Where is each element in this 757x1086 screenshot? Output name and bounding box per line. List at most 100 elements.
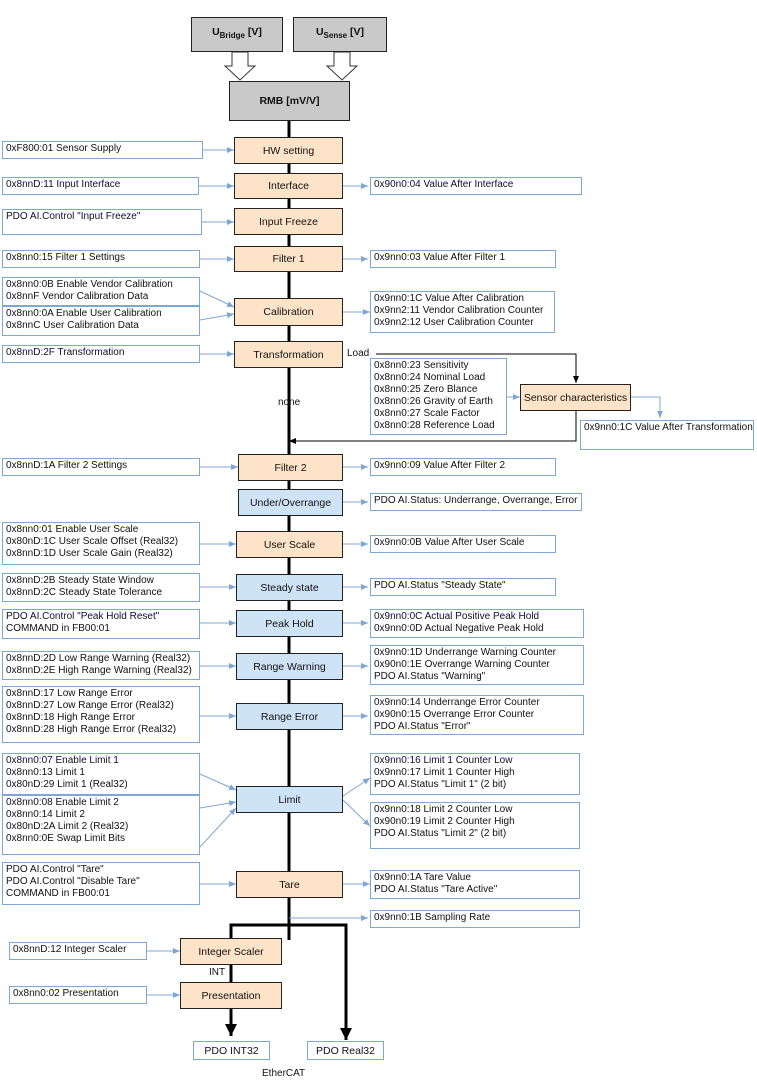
info-limit2-line: 0x80nD:2A Limit 2 (Real32) (6, 821, 129, 832)
user-scale-block-label: User Scale (263, 538, 316, 551)
info-steady-state-line: 0x8nnD:2B Steady State Window (6, 575, 154, 586)
ethercat-label: EtherCAT (262, 1068, 306, 1079)
info-filter1-settings: 0x8nn0:15 Filter 1 Settings (2, 250, 200, 268)
int-label: INT (209, 967, 226, 978)
info-peak-hold: PDO AI.Control "Peak Hold Reset"COMMAND … (2, 609, 200, 639)
info-sampling-rate-line: 0x9nn0:1B Sampling Rate (374, 912, 491, 923)
info-user-scale-line: 0x80nD:1C User Scale Offset (Real32) (6, 536, 179, 547)
limit-out2-connector (342, 799, 371, 827)
info-range-warning-line: 0x8nnD:2E High Range Warning (Real32) (6, 665, 192, 676)
info-sensor-parameters-line: 0x8nn0:27 Scale Factor (374, 408, 480, 419)
info-range-error-line: 0x8nnD:18 High Range Error (6, 712, 135, 723)
pdo-real32-output-label: PDO Real32 (316, 1044, 375, 1057)
info-range-error-values-line: PDO AI.Status "Error" (374, 721, 471, 732)
calibration-block: Calibration (234, 298, 343, 326)
info-calibration-values-line: 0x9nn0:1C Value After Calibration (374, 293, 524, 304)
usense-block-sub: Sense (323, 31, 348, 41)
filter2-block: Filter 2 (238, 454, 343, 481)
load-path (376, 353, 579, 383)
info-filter2-settings-line: 0x8nnD:1A Filter 2 Settings (6, 460, 128, 471)
usense-block-label: USense [V] (316, 26, 364, 42)
calibration-block-label: Calibration (263, 306, 314, 318)
limit2-connector (199, 800, 237, 809)
sensor-characteristics-block: Sensor characteristics (520, 384, 631, 411)
info-range-warning-values-line: 0x9nn0:1D Underrange Warning Counter (374, 647, 556, 658)
info-value-after-user-scale: 0x9nn0:0B Value After User Scale (370, 535, 556, 553)
load-label: Load (347, 348, 370, 359)
info-value-after-interface: 0x90n0:04 Value After Interface (370, 177, 582, 195)
info-peak-hold-values-line: 0x9nn0:0C Actual Positive Peak Hold (374, 611, 540, 622)
info-range-error-values-line: 0x9nn0:14 Underrange Error Counter (374, 697, 540, 708)
info-tare: PDO AI.Control "Tare"PDO AI.Control "Dis… (2, 862, 200, 905)
peak-hold-block-label: Peak Hold (265, 617, 314, 630)
steady-state-block: Steady state (236, 574, 343, 601)
info-user-scale-line: 0x8nn0:01 Enable User Scale (6, 524, 139, 535)
integer-scaler-block: Integer Scaler (180, 938, 282, 965)
swap-limit-connector (199, 807, 237, 848)
ubridge-block-unit: [V] (245, 26, 262, 39)
info-range-warning-values-line: 0x90n0:1E Overrange Warning Counter (374, 659, 550, 670)
info-value-after-transformation-line: 0x9nn0:1C Value After Transformation (584, 422, 753, 433)
calib-vendor-connector (199, 290, 235, 308)
info-input-interface: 0x8nnD:11 Input Interface (2, 177, 199, 195)
info-value-after-user-scale-line: 0x9nn0:0B Value After User Scale (374, 537, 525, 548)
info-value-after-interface-line: 0x90n0:04 Value After Interface (374, 179, 514, 190)
limit-out1-connector (342, 777, 371, 797)
interface-block: Interface (234, 173, 343, 199)
info-peak-hold-values-line: 0x9nn0:0D Actual Negative Peak Hold (374, 623, 544, 634)
info-calibration-values-line: 0x9nn2:12 User Calibration Counter (374, 317, 534, 328)
input-freeze-block-label: Input Freeze (259, 215, 318, 228)
info-peak-hold-line: COMMAND in FB00:01 (6, 623, 110, 634)
ubridge-block: UBridge [V] (191, 17, 283, 52)
info-tare-line: PDO AI.Control "Disable Tare" (6, 876, 140, 887)
info-sampling-rate: 0x9nn0:1B Sampling Rate (370, 910, 580, 928)
ubridge-arrow (223, 51, 257, 81)
info-input-freeze-line: PDO AI.Control "Input Freeze" (6, 211, 141, 222)
hw-setting-block-label: HW setting (262, 144, 315, 157)
info-range-error-values-line: 0x90n0:15 Overrange Error Counter (374, 709, 535, 720)
info-under-overrange-status-line: PDO AI.Status: Underrange, Overrange, Er… (374, 495, 578, 506)
info-range-error-line: 0x8nnD:28 High Range Error (Real32) (6, 724, 177, 735)
info-presentation: 0x8nn0:02 Presentation (9, 986, 147, 1004)
info-sensor-parameters-line: 0x8nn0:25 Zero Blance (374, 384, 478, 395)
info-limit1-values-line: PDO AI.Status "Limit 1" (2 bit) (374, 779, 507, 790)
main-signal-branch-real32 (289, 923, 352, 1040)
info-steady-state-status: PDO AI.Status "Steady State" (370, 578, 556, 596)
limit-block: Limit (236, 786, 343, 813)
info-peak-hold-line: PDO AI.Control "Peak Hold Reset" (6, 611, 160, 622)
tare-block-label: Tare (279, 878, 300, 891)
info-limit2-values-line: 0x90n0:19 Limit 2 Counter High (374, 816, 515, 827)
info-vendor-calibration-line: 0x8nnF Vendor Calibration Data (6, 291, 149, 302)
info-steady-state-line: 0x8nnD:2C Steady State Tolerance (6, 587, 163, 598)
under-overrange-block: Under/Overrange (238, 489, 343, 516)
info-sensor-supply: 0xF800:01 Sensor Supply (2, 141, 203, 159)
sensor-out-connector (631, 396, 663, 418)
info-input-interface-line: 0x8nnD:11 Input Interface (6, 179, 121, 190)
info-limit1-values-line: 0x9nn0:16 Limit 1 Counter Low (374, 755, 513, 766)
info-tare-line: COMMAND in FB00:01 (6, 888, 110, 899)
filter1-block: Filter 1 (234, 246, 343, 272)
ubridge-block-main: U (212, 26, 220, 39)
transformation-block: Transformation (234, 341, 343, 368)
info-input-freeze: PDO AI.Control "Input Freeze" (2, 209, 202, 235)
pdo-real32-output: PDO Real32 (307, 1041, 384, 1060)
range-error-block: Range Error (236, 703, 343, 730)
info-calibration-values-line: 0x9nn2:11 Vendor Calibration Counter (374, 305, 544, 316)
info-sensor-parameters-line: 0x8nn0:24 Nominal Load (374, 372, 486, 383)
user-scale-block: User Scale (236, 531, 343, 558)
info-range-error-line: 0x8nnD:27 Low Range Error (Real32) (6, 700, 174, 711)
input-freeze-block: Input Freeze (234, 208, 343, 235)
load-return (289, 411, 577, 444)
ubridge-block-label: UBridge [V] (212, 26, 262, 42)
usense-block-unit: [V] (347, 26, 365, 39)
presentation-block-label: Presentation (201, 989, 261, 1002)
range-warning-block-label: Range Warning (253, 660, 326, 673)
presentation-block: Presentation (180, 982, 282, 1009)
